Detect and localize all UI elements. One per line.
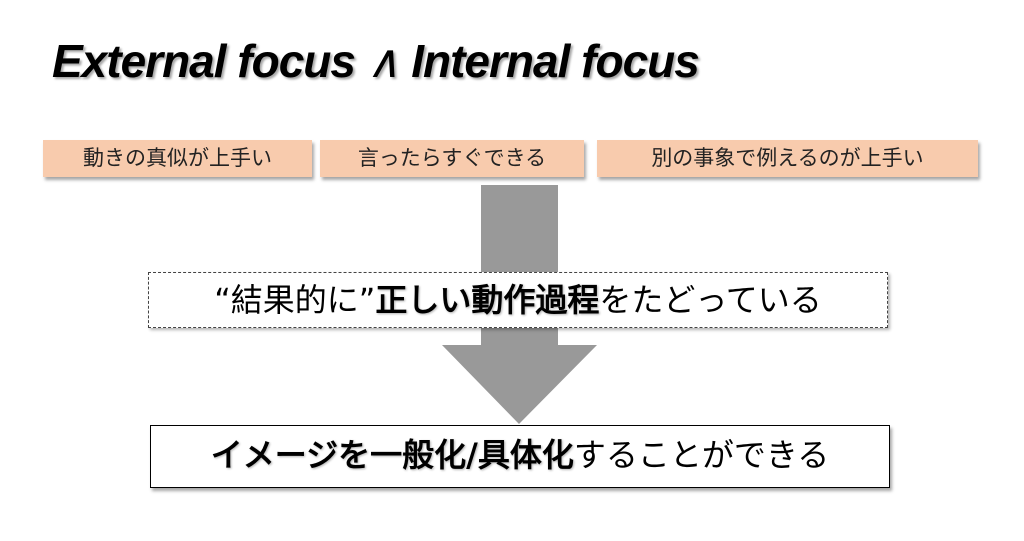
middle-statement-box: “結果的に”正しい動作過程をたどっている (148, 272, 888, 328)
trait-box-3: 別の事象で例えるのが上手い (597, 140, 978, 177)
trait-box-2: 言ったらすぐできる (320, 140, 584, 177)
conclusion-suffix: することができる (573, 436, 830, 474)
title-operator: ∧ (366, 35, 401, 87)
title-right: Internal focus (411, 35, 700, 87)
slide-title: External focus ∧ Internal focus (52, 34, 700, 88)
middle-prefix: “結果的に” (214, 281, 376, 319)
conclusion-bold: イメージを一般化/具体化 (210, 436, 574, 474)
middle-bold: 正しい動作過程 (375, 281, 600, 319)
trait-box-1: 動きの真似が上手い (43, 140, 312, 177)
title-left: External focus (52, 35, 356, 87)
conclusion-box: イメージを一般化/具体化することができる (150, 425, 890, 488)
middle-suffix: をたどっている (599, 281, 822, 319)
